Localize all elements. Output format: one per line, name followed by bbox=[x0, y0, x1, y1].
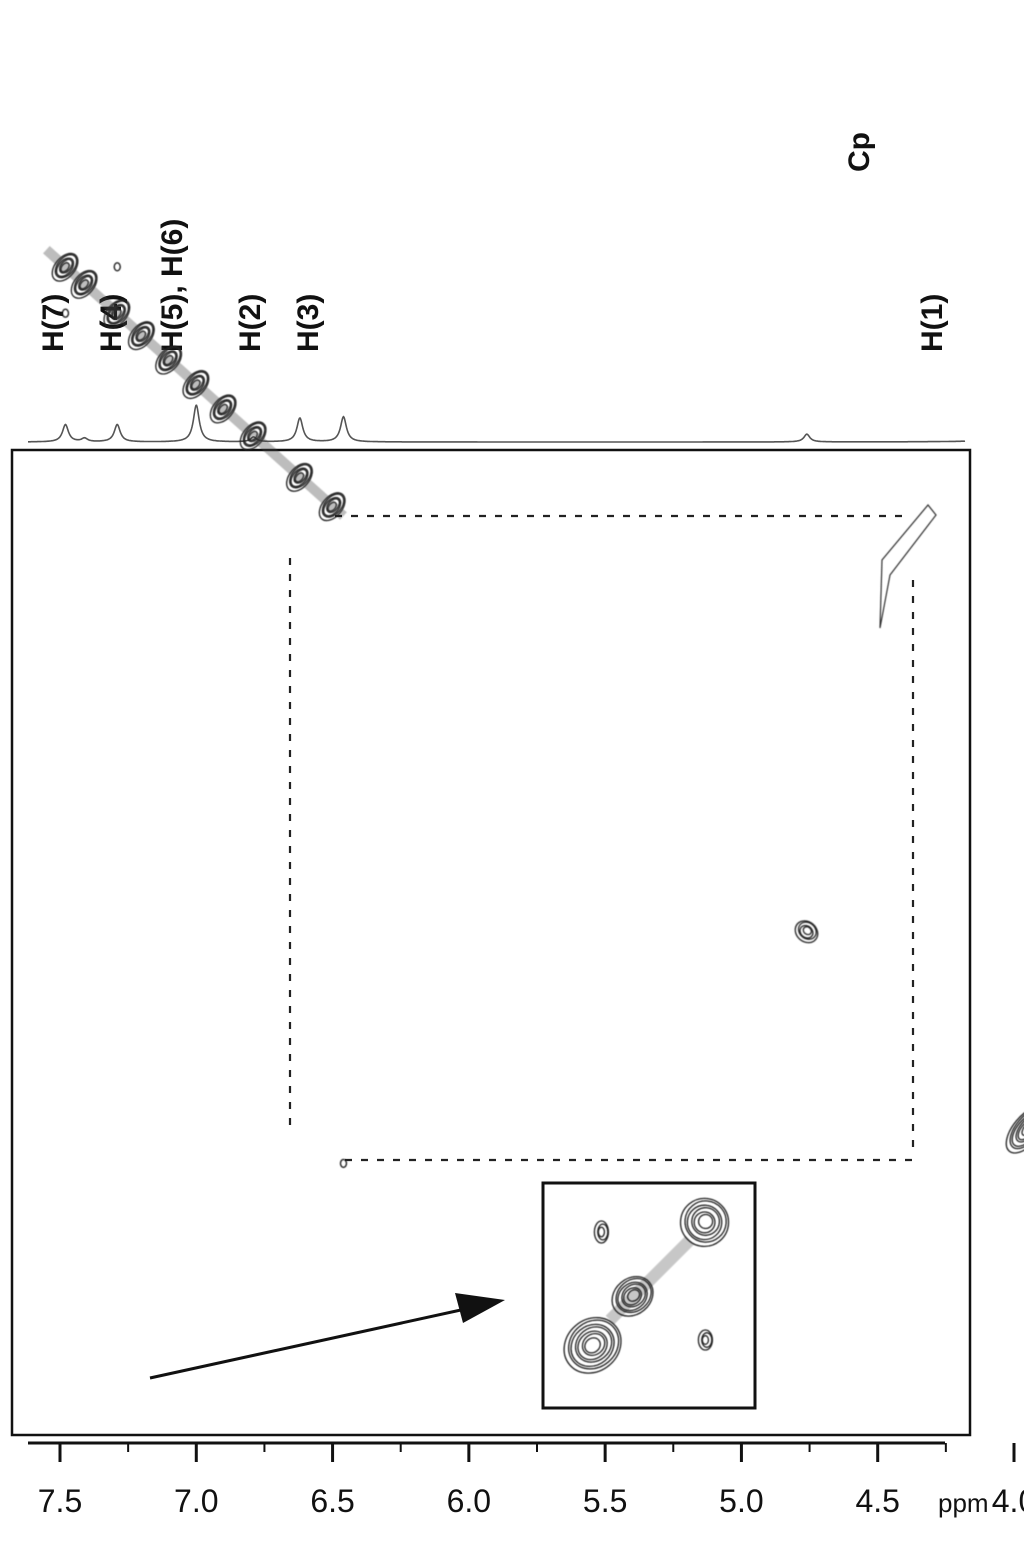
cross-peak bbox=[61, 308, 70, 318]
peak-labels: H(7)H(4)H(5), H(6)H(2)H(3)CpH(1) bbox=[37, 132, 949, 352]
peak-label: H(3) bbox=[292, 294, 325, 352]
inset-panel bbox=[541, 1181, 757, 1410]
diagonal-peak bbox=[794, 920, 819, 944]
x-tick-label: 6.5 bbox=[310, 1483, 354, 1519]
peak-label: H(5), H(6) bbox=[156, 219, 189, 352]
x-axis-unit: ppm bbox=[938, 1488, 989, 1518]
x-tick-label: 5.0 bbox=[719, 1483, 763, 1519]
projection-spectrum: H(7)H(4)H(5), H(6)H(2)H(3)CpH(1) bbox=[28, 132, 966, 443]
inset-ridge bbox=[605, 1235, 695, 1325]
inset-peak bbox=[563, 1317, 622, 1374]
diagonal-peak bbox=[1005, 1105, 1024, 1154]
x-tick-label: 4.0 bbox=[992, 1483, 1024, 1519]
x-tick-label: 6.0 bbox=[447, 1483, 491, 1519]
x-tick-label: 4.5 bbox=[855, 1483, 899, 1519]
x-axis-ticks: 7.5 7.0 6.5 6.0 5.5 5.0 4.5 4.0 bbox=[38, 1443, 1024, 1519]
correlation-box bbox=[288, 514, 915, 1162]
cp-streak bbox=[879, 504, 937, 629]
peak-label: H(7) bbox=[37, 294, 70, 352]
inset-contours bbox=[563, 1197, 730, 1374]
inset-arrow bbox=[149, 1293, 505, 1380]
inset-cross-peak bbox=[697, 1329, 714, 1351]
diagonal-ridge bbox=[43, 245, 347, 520]
x-axis: 7.5 7.0 6.5 6.0 5.5 5.0 4.5 4.0 ppm bbox=[28, 1441, 1024, 1519]
cross-peak bbox=[113, 262, 121, 272]
cross-peak bbox=[339, 1158, 348, 1169]
x-tick-label: 7.0 bbox=[174, 1483, 218, 1519]
peak-label: Cp bbox=[843, 132, 876, 172]
inset-cross-peak bbox=[593, 1220, 610, 1244]
x-tick-label: 5.5 bbox=[583, 1483, 627, 1519]
peak-label: H(1) bbox=[916, 294, 949, 352]
projection-line bbox=[28, 404, 966, 443]
contour-plot bbox=[43, 245, 1024, 1169]
peak-label: H(2) bbox=[234, 294, 267, 352]
plot-frame bbox=[10, 448, 972, 1437]
x-tick-label: 7.5 bbox=[38, 1483, 82, 1519]
